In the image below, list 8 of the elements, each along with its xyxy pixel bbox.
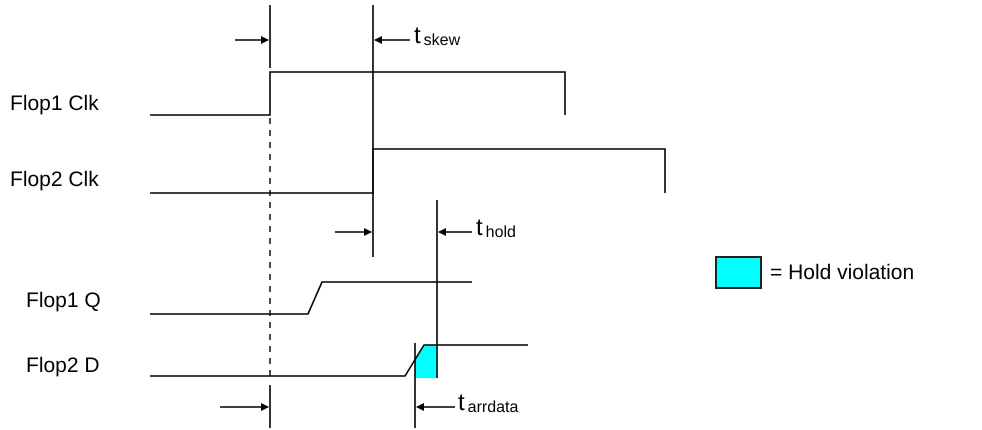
signal-name: Flop2 D	[26, 354, 100, 378]
signal-name: Flop1 Q	[26, 289, 101, 313]
timing-label: t$_{arrdata}$	[458, 391, 518, 418]
timing-label: t$_{skew}$	[414, 24, 460, 51]
timing-label: t$_{hold}$	[476, 216, 516, 243]
legend-text: = Hold violation	[770, 261, 914, 285]
signal-name: Flop1 Clk	[10, 92, 99, 116]
signal-name: Flop2 Clk	[10, 168, 99, 192]
